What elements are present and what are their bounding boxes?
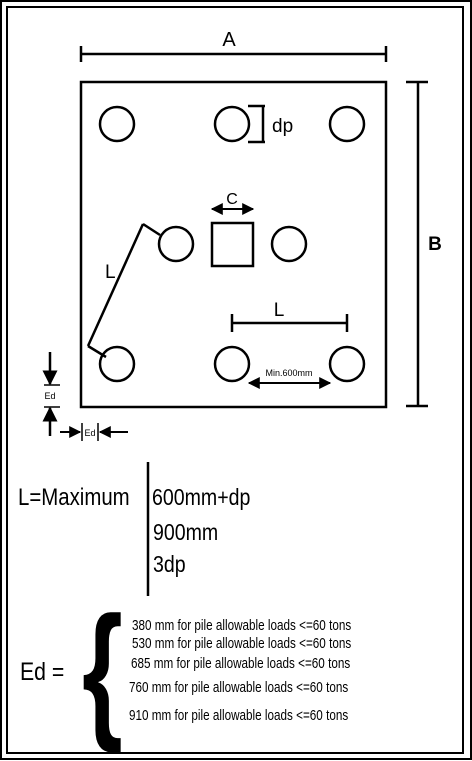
l-formula-lhs: L=Maximum [18,484,130,511]
ed-formula-lhs: Ed = [20,658,65,686]
pile-circle [98,345,136,383]
ed-formula-option: 760 mm for pile allowable loads <=60 ton… [129,679,349,696]
pile-circle [328,105,366,143]
ed-vertical-label: Ed [44,391,55,401]
diagonal-l-end-bottom [87,344,107,359]
pile-circle [270,225,308,263]
dimension-b-label: B [428,234,442,255]
dimension-c-label: C [226,191,238,208]
dp-label: dp [272,116,293,137]
pile-circle [328,345,366,383]
pile-circle [98,105,136,143]
ed-formula-option: 910 mm for pile allowable loads <=60 ton… [129,707,349,724]
horizontal-l-label: L [274,300,285,321]
inner-border [6,6,464,754]
min-spacing-label: Min.600mm [265,368,312,378]
pile-circle [157,225,195,263]
pile-circle [213,345,251,383]
column-square [210,221,255,268]
l-formula-option: 3dp [153,551,186,577]
ed-formula-option: 685 mm for pile allowable loads <=60 ton… [131,655,351,672]
ed-formula-brace: { [82,585,123,753]
diagonal-l-end-top [142,222,161,237]
ed-formula-option: 530 mm for pile allowable loads <=60 ton… [132,635,352,652]
dimension-a-label: A [222,29,236,51]
l-formula-option: 600mm+dp [152,484,251,510]
pile-circle [213,105,251,143]
ed-horizontal-label: Ed [84,428,95,438]
pile-cap-outline [79,80,388,409]
diagonal-l-label: L [105,262,116,283]
diagonal-l-line [86,223,145,347]
ed-formula-option: 380 mm for pile allowable loads <=60 ton… [132,617,352,634]
l-formula-option: 900mm [153,519,219,545]
